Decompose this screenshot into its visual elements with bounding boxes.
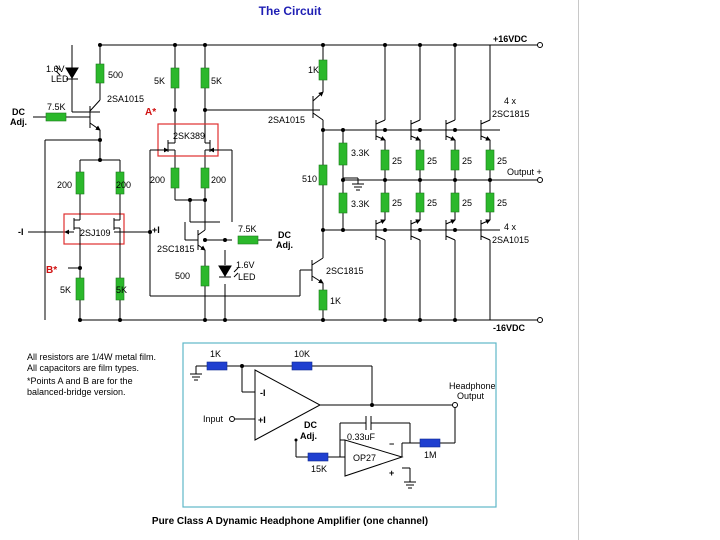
terminals — [537, 42, 543, 323]
r25-label-2: 25 — [427, 156, 437, 166]
point-a-label: A* — [145, 107, 156, 118]
driver-wiring — [322, 45, 500, 320]
caption: Pure Class A Dynamic Headphone Amplifier… — [151, 516, 429, 527]
schematic-diagram: +16VDC -16VDC — [10, 34, 543, 508]
r500-mid-label: 500 — [175, 271, 190, 281]
sub-dc-adj-label: Adj. — [300, 431, 317, 441]
led1-label: LED — [51, 74, 69, 84]
r-3k3-a-label: 3.3K — [351, 148, 370, 158]
sub-input-label: Input — [203, 414, 224, 424]
junction-dots — [78, 43, 492, 322]
r-1k-top-label: 1K — [308, 65, 319, 75]
r-1k-bottom-label: 1K — [330, 296, 341, 306]
note-line-4: balanced-bridge version. — [27, 387, 126, 397]
jfet-bottom-label: 2SJ109 — [80, 228, 111, 238]
led2-value: 1.6V — [236, 260, 255, 270]
q-2sc1815-mid-label: 2SC1815 — [157, 244, 195, 254]
servo-subcircuit — [182, 342, 497, 508]
led1-value: 1.6V — [46, 64, 65, 74]
page-right-border — [578, 0, 579, 540]
input-negative-label: -I — [18, 227, 24, 237]
output-stage-wiring — [343, 45, 540, 320]
r-510-label: 510 — [302, 174, 317, 184]
r-7k5-left-label: 7.5K — [47, 102, 66, 112]
r200-mr-label: 200 — [116, 180, 131, 190]
r25-label-6: 25 — [427, 198, 437, 208]
r-5k-a-label: 5K — [154, 76, 165, 86]
rail-positive-label: +16VDC — [493, 34, 528, 44]
q-2sa1015-driver-label: 2SA1015 — [268, 115, 305, 125]
note-line-2: All capacitors are film types. — [27, 363, 140, 373]
r-5k-d-label: 5K — [116, 285, 127, 295]
dc-adj-right-2: Adj. — [276, 240, 293, 250]
r25-label-4: 25 — [497, 156, 507, 166]
sub-cap-label: 0.33uF — [347, 432, 376, 442]
input-positive-label: +I — [152, 225, 160, 235]
sub-opamp-minus: − — [389, 439, 394, 449]
output-count-bottom: 4 x — [504, 222, 517, 232]
output-transistors-bottom — [370, 219, 491, 241]
note-line-1: All resistors are 1/4W metal film. — [27, 352, 157, 362]
sub-r1m-label: 1M — [424, 450, 437, 460]
output-count-top: 4 x — [504, 96, 517, 106]
transistor-2sa1015-left — [84, 99, 101, 131]
r200-ml-label: 200 — [57, 180, 72, 190]
r25-label-7: 25 — [462, 198, 472, 208]
r25-label-8: 25 — [497, 198, 507, 208]
q-2sa1015-left-label: 2SA1015 — [107, 94, 144, 104]
r-5k-c-label: 5K — [60, 285, 71, 295]
r-3k3-b-label: 3.3K — [351, 199, 370, 209]
led-1 — [55, 65, 79, 80]
r25-label-5: 25 — [392, 198, 402, 208]
jfet-2sj109 — [63, 213, 135, 248]
sub-r1k-label: 1K — [210, 349, 221, 359]
sub-opamp-plus: + — [389, 468, 394, 478]
point-b-label: B* — [46, 265, 57, 276]
sub-output-label-2: Output — [457, 391, 485, 401]
r25-label-3: 25 — [462, 156, 472, 166]
r-5k-b-label: 5K — [211, 76, 222, 86]
notes: All resistors are 1/4W metal film. All c… — [27, 352, 156, 398]
led-2 — [218, 265, 239, 278]
transistor-2sc1815-mid — [197, 229, 206, 251]
led2-label: LED — [238, 272, 256, 282]
rail-negative-label: -16VDC — [493, 323, 526, 333]
transistor-2sc1815-driver — [311, 257, 324, 284]
dc-adj-left-1: DC — [12, 107, 25, 117]
dc-adj-right-1: DC — [278, 230, 291, 240]
output-transistor-top-label: 2SC1815 — [492, 109, 530, 119]
resistors-main — [45, 59, 495, 311]
r-7k5-right-label: 7.5K — [238, 224, 257, 234]
jfet-2sk389 — [155, 123, 225, 157]
output-transistor-bottom-label: 2SA1015 — [492, 235, 529, 245]
output-label: Output + — [507, 167, 542, 177]
q-2sc1815-driver-label: 2SC1815 — [326, 266, 364, 276]
jfet-top-label: 2SK389 — [173, 131, 205, 141]
sub-r10k-label: 10K — [294, 349, 310, 359]
r200-tl-label: 200 — [150, 175, 165, 185]
dc-adj-left-2: Adj. — [10, 117, 27, 127]
sub-r15k-label: 15K — [311, 464, 327, 474]
output-transistors-top — [370, 119, 491, 141]
sub-dc-label: DC — [304, 420, 317, 430]
transistor-2sa1015-driver — [205, 91, 324, 121]
sub-output-label-1: Headphone — [449, 381, 496, 391]
sub-inverting-label: -I — [260, 388, 266, 398]
r25-label-1: 25 — [392, 156, 402, 166]
sub-noninverting-label: +I — [258, 415, 266, 425]
page-title: The Circuit — [258, 4, 322, 18]
r500-top-label: 500 — [108, 70, 123, 80]
sub-opamp-label: OP27 — [353, 453, 376, 463]
note-line-3: *Points A and B are for the — [27, 376, 133, 386]
r200-tr-label: 200 — [211, 175, 226, 185]
